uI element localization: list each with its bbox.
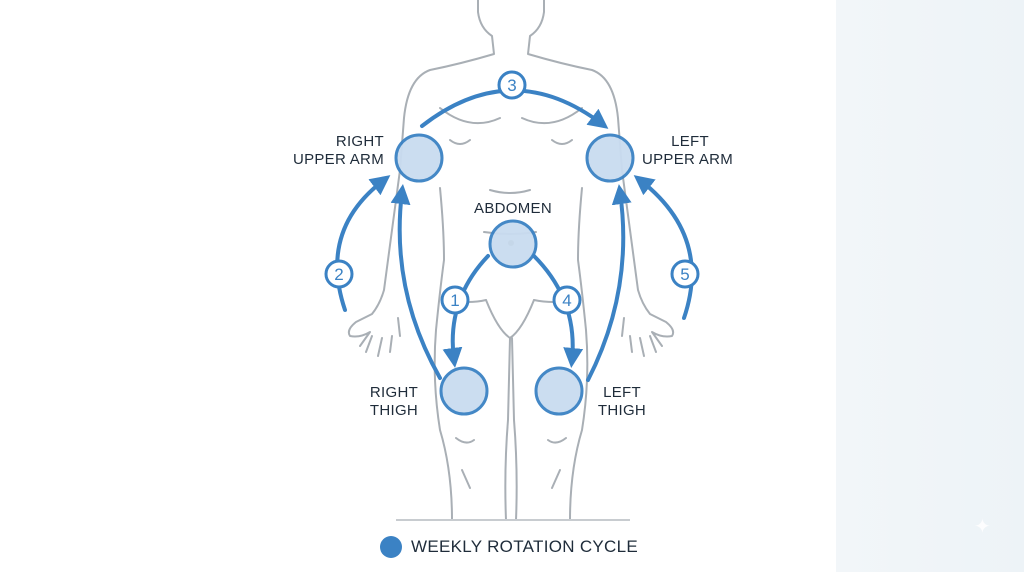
label-right-thigh-line1: RIGHT [369, 384, 419, 401]
label-abdomen-text: ABDOMEN [474, 200, 552, 217]
label-left-thigh: LEFT THIGH [594, 384, 650, 420]
label-left-upper-arm-line2: UPPER ARM [642, 151, 734, 168]
step-badge-3: 3 [497, 70, 527, 100]
svg-text:1: 1 [450, 291, 459, 310]
side-panel [836, 0, 1024, 572]
label-left-upper-arm-line1: LEFT [671, 133, 709, 150]
svg-text:4: 4 [562, 291, 571, 310]
label-left-upper-arm: LEFT UPPER ARM [642, 133, 738, 169]
legend-marker-icon [380, 536, 402, 558]
body-diagram: 1 2 3 4 5 [324, 0, 700, 521]
label-right-upper-arm-line2: UPPER ARM [292, 151, 384, 168]
svg-text:2: 2 [334, 265, 343, 284]
site-right-thigh[interactable] [439, 366, 489, 416]
label-right-upper-arm-line1: RIGHT [335, 133, 384, 150]
site-left-thigh[interactable] [534, 366, 584, 416]
label-left-thigh-line2: THIGH [597, 402, 647, 419]
step-badge-1: 1 [440, 285, 470, 315]
arrow-right-thigh-to-arm [390, 184, 442, 380]
arrow-step-5 [633, 175, 694, 320]
label-right-thigh: RIGHT THIGH [360, 384, 428, 420]
arrow-step-2 [335, 175, 391, 312]
legend: WEEKLY ROTATION CYCLE [380, 535, 638, 559]
label-right-upper-arm: RIGHT UPPER ARM [288, 133, 384, 169]
site-left-upper-arm[interactable] [585, 133, 635, 183]
legend-label: WEEKLY ROTATION CYCLE [411, 537, 639, 556]
label-abdomen: ABDOMEN [468, 200, 558, 218]
site-right-upper-arm[interactable] [394, 133, 444, 183]
sparkle-icon: ✦ [974, 516, 991, 538]
label-left-thigh-line1: LEFT [603, 384, 641, 401]
label-right-thigh-line2: THIGH [369, 402, 419, 419]
arrow-left-thigh-to-arm [586, 184, 632, 382]
svg-text:3: 3 [507, 76, 516, 95]
step-badge-4: 4 [552, 285, 582, 315]
site-abdomen[interactable] [488, 219, 538, 269]
svg-text:5: 5 [680, 265, 689, 284]
step-badge-2: 2 [324, 259, 354, 289]
step-badge-5: 5 [670, 259, 700, 289]
